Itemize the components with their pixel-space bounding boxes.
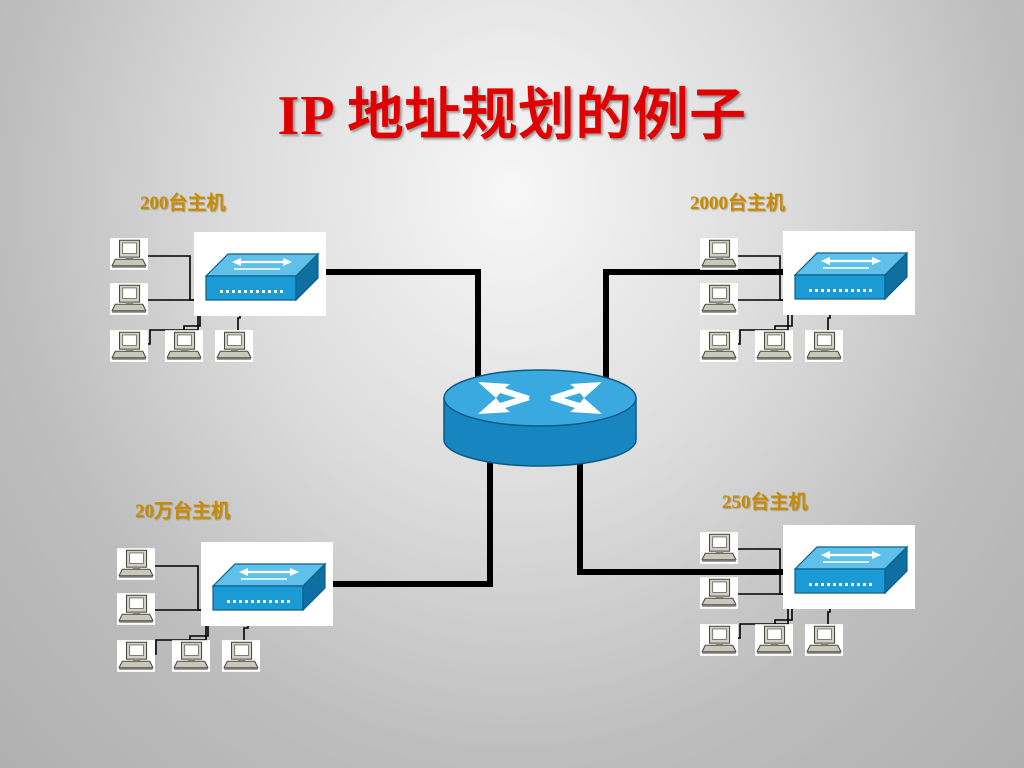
link-top-left [315, 269, 481, 378]
computer-icon [165, 330, 203, 362]
computer-icon [222, 640, 260, 672]
switch-icon [194, 232, 326, 316]
computer-icon [805, 330, 843, 362]
label-top-right-hosts: 2000台主机 [690, 193, 786, 214]
label-bottom-right-hosts: 250台主机 [722, 492, 808, 513]
computer-icon [215, 330, 253, 362]
switch-icon [783, 231, 915, 315]
link-top-right [603, 269, 806, 378]
computer-icon [700, 238, 738, 270]
label-top-left-hosts: 200台主机 [140, 193, 226, 214]
computer-icon [805, 624, 843, 656]
computer-icon [172, 640, 210, 672]
computer-icon [110, 330, 148, 362]
computer-icon [117, 640, 155, 672]
link-bottom-right [577, 462, 806, 575]
computer-icon [110, 283, 148, 315]
group-bottom-right [700, 525, 915, 656]
label-bottom-left-hosts: 20万台主机 [135, 501, 231, 522]
computer-icon [700, 577, 738, 609]
router-icon [443, 369, 637, 467]
group-top-left [110, 232, 326, 362]
group-top-right [700, 231, 915, 362]
computer-icon [700, 624, 738, 656]
computer-icon [700, 330, 738, 362]
computer-icon [700, 532, 738, 564]
computer-icon [755, 624, 793, 656]
page-title: IP 地址规划的例子 [277, 85, 747, 147]
computer-icon [110, 238, 148, 270]
computer-icon [117, 548, 155, 580]
computer-icon [700, 283, 738, 315]
link-bottom-left [322, 462, 493, 587]
switch-icon [783, 525, 915, 609]
group-bottom-left [117, 542, 333, 672]
switch-icon [201, 542, 333, 626]
backbone-links [315, 269, 806, 587]
computer-icon [755, 330, 793, 362]
computer-icon [117, 593, 155, 625]
